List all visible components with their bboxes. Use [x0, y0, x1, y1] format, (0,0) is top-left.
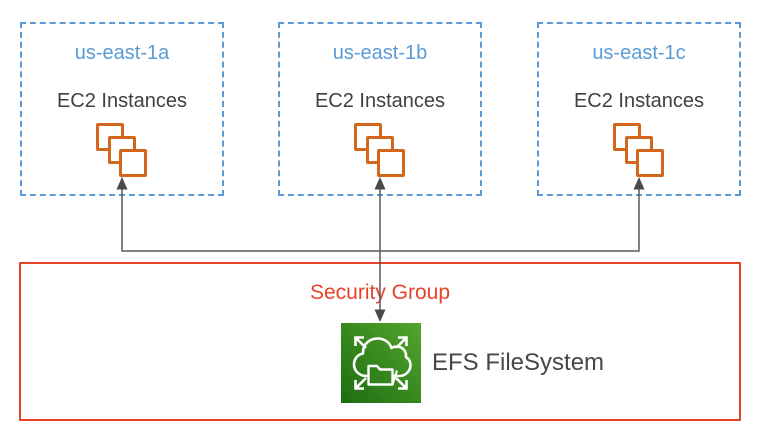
ec2-instances-icon	[613, 123, 665, 178]
ec2-square-front-icon	[119, 149, 147, 177]
ec2-square-front-icon	[636, 149, 664, 177]
zone-name-label: us-east-1b	[332, 42, 428, 64]
zone-box-us-east-1a: us-east-1a EC2 Instances	[20, 22, 224, 196]
efs-icon	[341, 323, 421, 403]
zone-name-label: us-east-1a	[74, 42, 170, 64]
ec2-instances-label: EC2 Instances	[314, 90, 446, 112]
ec2-instances-label: EC2 Instances	[56, 90, 188, 112]
zone-box-us-east-1c: us-east-1c EC2 Instances	[537, 22, 741, 196]
ec2-square-front-icon	[377, 149, 405, 177]
zone-name-label: us-east-1c	[592, 42, 686, 64]
zone-box-us-east-1b: us-east-1b EC2 Instances	[278, 22, 482, 196]
ec2-instances-label: EC2 Instances	[573, 90, 705, 112]
efs-filesystem-label: EFS FileSystem	[432, 349, 605, 376]
ec2-instances-icon	[354, 123, 406, 178]
ec2-instances-icon	[96, 123, 148, 178]
security-group-label: Security Group	[309, 281, 451, 304]
